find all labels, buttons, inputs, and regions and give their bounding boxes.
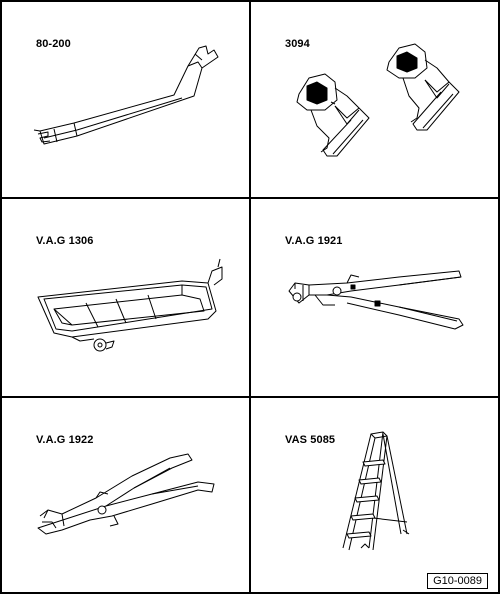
pry-bar-drawing	[2, 2, 249, 197]
figure-code: G10-0089	[427, 573, 488, 589]
drip-tray-drawing	[2, 199, 249, 394]
tool-cell-vas-5085: VAS 5085	[251, 398, 498, 593]
tool-cell-80-200: 80-200	[2, 2, 249, 197]
tool-cell-vag-1921: V.A.G 1921	[251, 199, 498, 394]
clamp-left	[297, 74, 369, 156]
clamp-right	[387, 44, 459, 130]
grid-divider-row-1	[0, 197, 500, 199]
tool-label: V.A.G 1922	[36, 434, 94, 446]
angled-pliers-drawing	[2, 398, 249, 593]
tool-label: VAS 5085	[285, 434, 336, 446]
tool-label: V.A.G 1921	[285, 235, 343, 247]
tool-label: 80-200	[36, 38, 71, 50]
hose-clip-pliers-drawing	[251, 199, 498, 394]
tool-cell-3094: 3094	[251, 2, 498, 197]
step-ladder-drawing	[251, 398, 498, 593]
tool-cell-vag-1922: V.A.G 1922	[2, 398, 249, 593]
grid-divider-vertical	[249, 0, 251, 594]
tool-label: V.A.G 1306	[36, 235, 94, 247]
grid-divider-row-2	[0, 396, 500, 398]
tool-label: 3094	[285, 38, 310, 50]
hose-clamps-drawing	[251, 2, 498, 197]
tool-cell-vag-1306: V.A.G 1306	[2, 199, 249, 394]
